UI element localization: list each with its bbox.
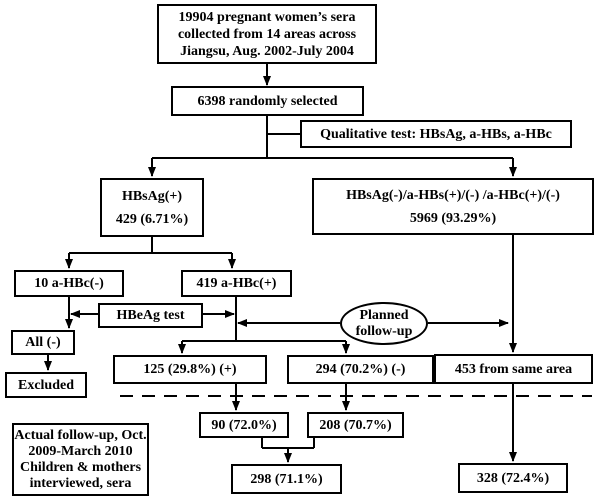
followup-positive-text: 90 (72.0%)	[211, 417, 277, 433]
total-followup-box: 298 (71.1%)	[231, 464, 342, 494]
hbeag-test-box: HBeAg test	[98, 303, 203, 328]
hbsag-negative-box: HBsAg(-)/a-HBs(+)/(-) /a-HBc(+)/(-) 5969…	[312, 178, 594, 235]
hbsag-positive-box: HBsAg(+) 429 (6.71%)	[100, 178, 204, 237]
followup-negative-text: 208 (70.7%)	[319, 417, 392, 433]
planned-line-2: follow-up	[355, 323, 413, 339]
qualitative-test-text: Qualitative test: HBsAg, a-HBs, a-HBc	[320, 126, 552, 142]
sera-line-1: 19904 pregnant women’s sera	[178, 9, 356, 25]
hbeag-negative-box: 294 (70.2%) (-)	[287, 355, 434, 384]
followup-positive-box: 90 (72.0%)	[199, 412, 289, 438]
same-area-followup-text: 328 (72.4%)	[476, 470, 550, 486]
sera-line-3: Jiangsu, Aug. 2002-July 2004	[180, 43, 354, 59]
followup-negative-box: 208 (70.7%)	[307, 412, 404, 438]
hbeag-negative-text: 294 (70.2%) (-)	[315, 362, 406, 377]
actual-line-1: Actual follow-up, Oct.	[14, 427, 147, 443]
sera-collection-box: 19904 pregnant women’s sera collected fr…	[157, 4, 377, 64]
same-area-box: 453 from same area	[434, 354, 593, 384]
same-area-text: 453 from same area	[454, 361, 573, 377]
ahbc-negative-text: 10 a-HBc(-)	[34, 276, 104, 291]
total-followup-text: 298 (71.1%)	[250, 471, 323, 487]
actual-line-4: interviewed, sera	[29, 475, 132, 491]
planned-line-1: Planned	[359, 307, 409, 323]
ahbc-positive-text: 419 a-HBc(+)	[196, 276, 277, 291]
actual-followup-note: Actual follow-up, Oct. 2009-March 2010 C…	[12, 423, 149, 496]
hbsag-negative-count: 5969 (93.29%)	[409, 210, 497, 226]
all-negative-box: All (-)	[11, 330, 75, 355]
actual-line-2: 2009-March 2010	[28, 443, 133, 459]
same-area-followup-box: 328 (72.4%)	[458, 463, 568, 493]
sera-line-2: collected from 14 areas across	[177, 26, 357, 42]
all-negative-text: All (-)	[25, 335, 61, 350]
hbsag-negative-label: HBsAg(-)/a-HBs(+)/(-) /a-HBc(+)/(-)	[346, 187, 560, 203]
random-selected-text: 6398 randomly selected	[197, 93, 338, 109]
hbeag-positive-text: 125 (29.8%) (+)	[143, 362, 237, 377]
hbeag-test-text: HBeAg test	[116, 308, 185, 323]
hbeag-positive-box: 125 (29.8%) (+)	[113, 355, 267, 384]
excluded-box: Excluded	[5, 372, 87, 398]
hbsag-positive-count: 429 (6.71%)	[115, 211, 189, 227]
planned-followup-ellipse: Planned follow-up	[340, 302, 428, 345]
hbsag-positive-label: HBsAg(+)	[121, 188, 183, 204]
ahbc-positive-box: 419 a-HBc(+)	[181, 270, 292, 297]
random-selected-box: 6398 randomly selected	[171, 86, 364, 116]
qualitative-test-box: Qualitative test: HBsAg, a-HBs, a-HBc	[300, 120, 572, 148]
actual-line-3: Children & mothers	[19, 459, 142, 475]
ahbc-negative-box: 10 a-HBc(-)	[14, 270, 124, 297]
excluded-text: Excluded	[17, 377, 74, 393]
